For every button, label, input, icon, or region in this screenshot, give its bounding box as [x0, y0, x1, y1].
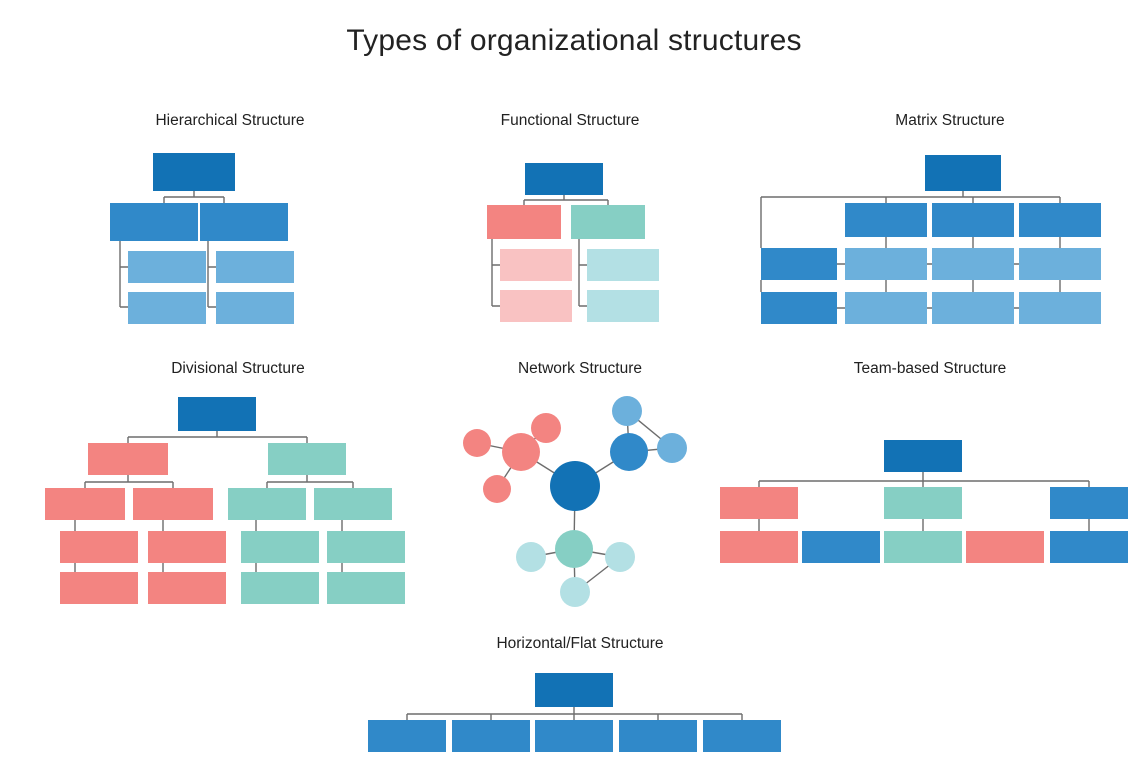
- box-horizontal-flat-unit-4: [619, 720, 697, 752]
- box-hierarchical-team-2-2: [216, 292, 294, 324]
- box-team-based-member-1: [720, 531, 798, 563]
- box-horizontal-flat-unit-1: [368, 720, 446, 752]
- panel-horizontal-flat: Horizontal/Flat Structure: [460, 635, 700, 755]
- node-network-cluster-blue-hub: [610, 433, 648, 471]
- node-network-node-blue-2: [657, 433, 687, 463]
- box-horizontal-flat-root: [535, 673, 613, 707]
- box-hierarchical-root: [153, 153, 235, 191]
- box-divisional-teal-team-2-1: [327, 531, 405, 563]
- node-network-node-blue-1: [612, 396, 642, 426]
- panel-title-network: Network Structure: [517, 360, 643, 377]
- box-divisional-red-dept-2: [133, 488, 213, 520]
- box-team-based-root: [884, 440, 962, 472]
- node-network-node-teal-3: [560, 577, 590, 607]
- node-network-hub-center: [550, 461, 600, 511]
- panel-matrix: Matrix Structure: [865, 112, 1035, 342]
- box-team-based-member-4: [966, 531, 1044, 563]
- box-functional-unit-teal-2: [587, 290, 659, 322]
- panel-title-functional: Functional Structure: [500, 112, 640, 129]
- box-team-based-team-teal: [884, 487, 962, 519]
- box-hierarchical-manager-2: [200, 203, 288, 241]
- box-divisional-teal-team-1-1: [241, 531, 319, 563]
- box-functional-department-red: [487, 205, 561, 239]
- panel-title-horizontal-flat: Horizontal/Flat Structure: [496, 635, 664, 652]
- box-functional-unit-red-2: [500, 290, 572, 322]
- box-matrix-project-1: [845, 203, 927, 237]
- box-functional-unit-teal-1: [587, 249, 659, 281]
- box-divisional-teal-dept-2: [314, 488, 392, 520]
- box-functional-department-teal: [571, 205, 645, 239]
- box-matrix-cell-1-2: [932, 248, 1014, 280]
- box-hierarchical-team-1-1: [128, 251, 206, 283]
- box-team-based-team-red: [720, 487, 798, 519]
- box-divisional-teal-dept-1: [228, 488, 306, 520]
- node-network-node-red-3: [483, 475, 511, 503]
- panel-hierarchical: Hierarchical Structure: [130, 112, 330, 342]
- box-hierarchical-team-2-1: [216, 251, 294, 283]
- box-divisional-red-team-1-1: [60, 531, 138, 563]
- node-network-cluster-teal-hub: [555, 530, 593, 568]
- panel-title-hierarchical: Hierarchical Structure: [155, 112, 305, 129]
- box-team-based-team-blue: [1050, 487, 1128, 519]
- box-horizontal-flat-unit-3: [535, 720, 613, 752]
- box-matrix-cell-2-3: [1019, 292, 1101, 324]
- panel-network: Network Structure: [480, 360, 680, 610]
- box-team-based-member-2: [802, 531, 880, 563]
- box-hierarchical-manager-1: [110, 203, 198, 241]
- box-horizontal-flat-unit-2: [452, 720, 530, 752]
- box-divisional-red-team-1-2: [60, 572, 138, 604]
- box-divisional-red-dept-1: [45, 488, 125, 520]
- box-horizontal-flat-unit-5: [703, 720, 781, 752]
- box-divisional-teal-team-1-2: [241, 572, 319, 604]
- panel-divisional: Divisional Structure: [138, 360, 338, 610]
- box-functional-root: [525, 163, 603, 195]
- node-network-cluster-red-hub: [502, 433, 540, 471]
- node-network-node-red-1: [463, 429, 491, 457]
- box-hierarchical-team-1-2: [128, 292, 206, 324]
- panel-functional: Functional Structure: [470, 112, 670, 342]
- panel-title-divisional: Divisional Structure: [171, 360, 305, 377]
- box-divisional-red-team-2-1: [148, 531, 226, 563]
- panel-title-matrix: Matrix Structure: [895, 112, 1005, 129]
- box-matrix-function-row-1: [761, 248, 837, 280]
- box-matrix-root: [925, 155, 1001, 191]
- panel-team-based: Team-based Structure: [820, 360, 1040, 580]
- box-matrix-function-row-2: [761, 292, 837, 324]
- box-divisional-division-red: [88, 443, 168, 475]
- node-network-node-teal-1: [516, 542, 546, 572]
- node-network-node-red-2: [531, 413, 561, 443]
- panel-title-team-based: Team-based Structure: [853, 360, 1007, 377]
- box-matrix-cell-1-1: [845, 248, 927, 280]
- node-network-node-teal-2: [605, 542, 635, 572]
- page-title: Types of organizational structures: [346, 24, 802, 57]
- box-team-based-member-3: [884, 531, 962, 563]
- box-team-based-member-5: [1050, 531, 1128, 563]
- box-functional-unit-red-1: [500, 249, 572, 281]
- box-matrix-cell-2-2: [932, 292, 1014, 324]
- box-divisional-root: [178, 397, 256, 431]
- box-divisional-division-teal: [268, 443, 346, 475]
- box-matrix-project-2: [932, 203, 1014, 237]
- box-divisional-teal-team-2-2: [327, 572, 405, 604]
- box-matrix-project-3: [1019, 203, 1101, 237]
- box-matrix-cell-1-3: [1019, 248, 1101, 280]
- box-divisional-red-team-2-2: [148, 572, 226, 604]
- box-matrix-cell-2-1: [845, 292, 927, 324]
